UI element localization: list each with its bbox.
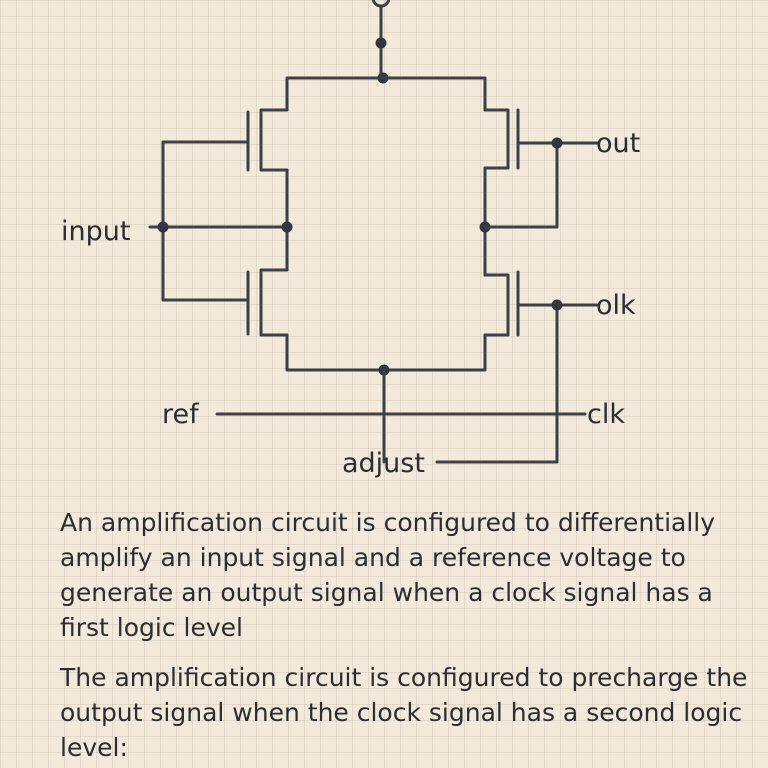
left-upper-transistor xyxy=(246,108,289,172)
bottom-rail-wire xyxy=(285,333,487,372)
description-paragraph-2: The amplification circuit is configured … xyxy=(60,663,748,762)
right-lower-transistor xyxy=(483,270,520,337)
clk-label: clk xyxy=(587,399,625,430)
input-label: input xyxy=(61,216,130,247)
out-node xyxy=(551,137,563,149)
circuit-diagram: input out olk ref clk adjust xyxy=(61,0,640,479)
input-node xyxy=(157,221,169,233)
out-feedback-wire xyxy=(483,141,559,229)
adjust-label: adjust xyxy=(342,448,425,479)
out-label: out xyxy=(596,128,640,159)
right-upper-transistor xyxy=(483,108,520,170)
top-rail-wire xyxy=(285,76,487,112)
input-gate-wire xyxy=(161,140,250,302)
left-mid-node xyxy=(281,221,293,233)
ref-label: ref xyxy=(162,399,200,430)
supply-node xyxy=(375,37,387,49)
left-lower-transistor xyxy=(246,268,289,337)
olk-node xyxy=(551,299,563,311)
description-paragraph-1: An amplification circuit is configured t… xyxy=(60,508,716,642)
olk-label: olk xyxy=(596,290,636,321)
